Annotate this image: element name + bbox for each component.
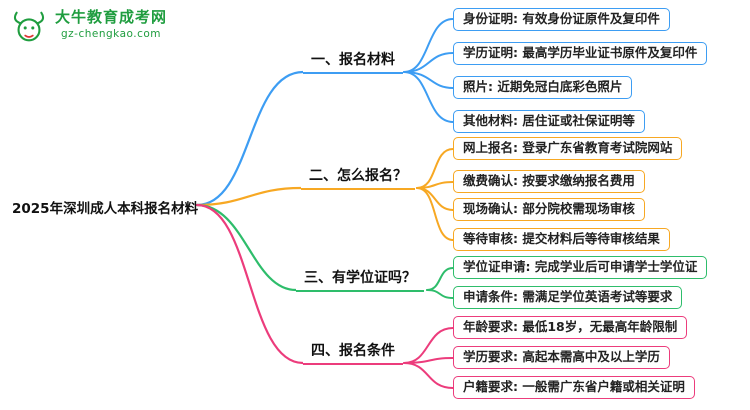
mindmap-leaf: 照片: 近期免冠白底彩色照片 bbox=[453, 76, 633, 100]
mindmap-leaf: 年龄要求: 最低18岁，无最高年龄限制 bbox=[453, 316, 688, 340]
mindmap-leaf: 其他材料: 居住证或社保证明等 bbox=[453, 110, 645, 134]
branch-label-requirements: 四、报名条件 bbox=[303, 338, 403, 365]
site-name: 大牛教育成考网 bbox=[55, 8, 168, 26]
branch-label-materials: 一、报名材料 bbox=[303, 47, 403, 74]
mindmap-leaf: 现场确认: 部分院校需现场审核 bbox=[453, 198, 645, 222]
mindmap-leaf: 学历要求: 高起本需高中及以上学历 bbox=[453, 346, 670, 370]
mindmap-leaf: 申请条件: 需满足学位英语考试等要求 bbox=[453, 286, 683, 310]
mindmap-leaf: 户籍要求: 一般需广东省户籍或相关证明 bbox=[453, 376, 695, 400]
mindmap-leaf: 学历证明: 最高学历毕业证书原件及复印件 bbox=[453, 42, 708, 66]
mindmap-leaf: 缴费确认: 按要求缴纳报名费用 bbox=[453, 170, 645, 194]
mindmap-leaf: 学位证申请: 完成学业后可申请学士学位证 bbox=[453, 256, 708, 280]
branch-label-how-to-register: 二、怎么报名？ bbox=[301, 163, 415, 190]
site-url: gz-chengkao.com bbox=[61, 28, 162, 40]
mindmap-leaf: 身份证明: 有效身份证原件及复印件 bbox=[453, 8, 670, 32]
main-topic: 2025年深圳成人本科报名材料 bbox=[12, 201, 199, 217]
site-logo: 大牛教育成考网 gz-chengkao.com bbox=[10, 8, 167, 50]
mindmap-leaf: 等待审核: 提交材料后等待审核结果 bbox=[453, 228, 670, 252]
bull-logo-icon bbox=[10, 8, 48, 50]
branch-label-degree-certificate: 三、有学位证吗？ bbox=[296, 265, 424, 292]
mindmap-leaf: 网上报名: 登录广东省教育考试院网站 bbox=[453, 137, 683, 161]
